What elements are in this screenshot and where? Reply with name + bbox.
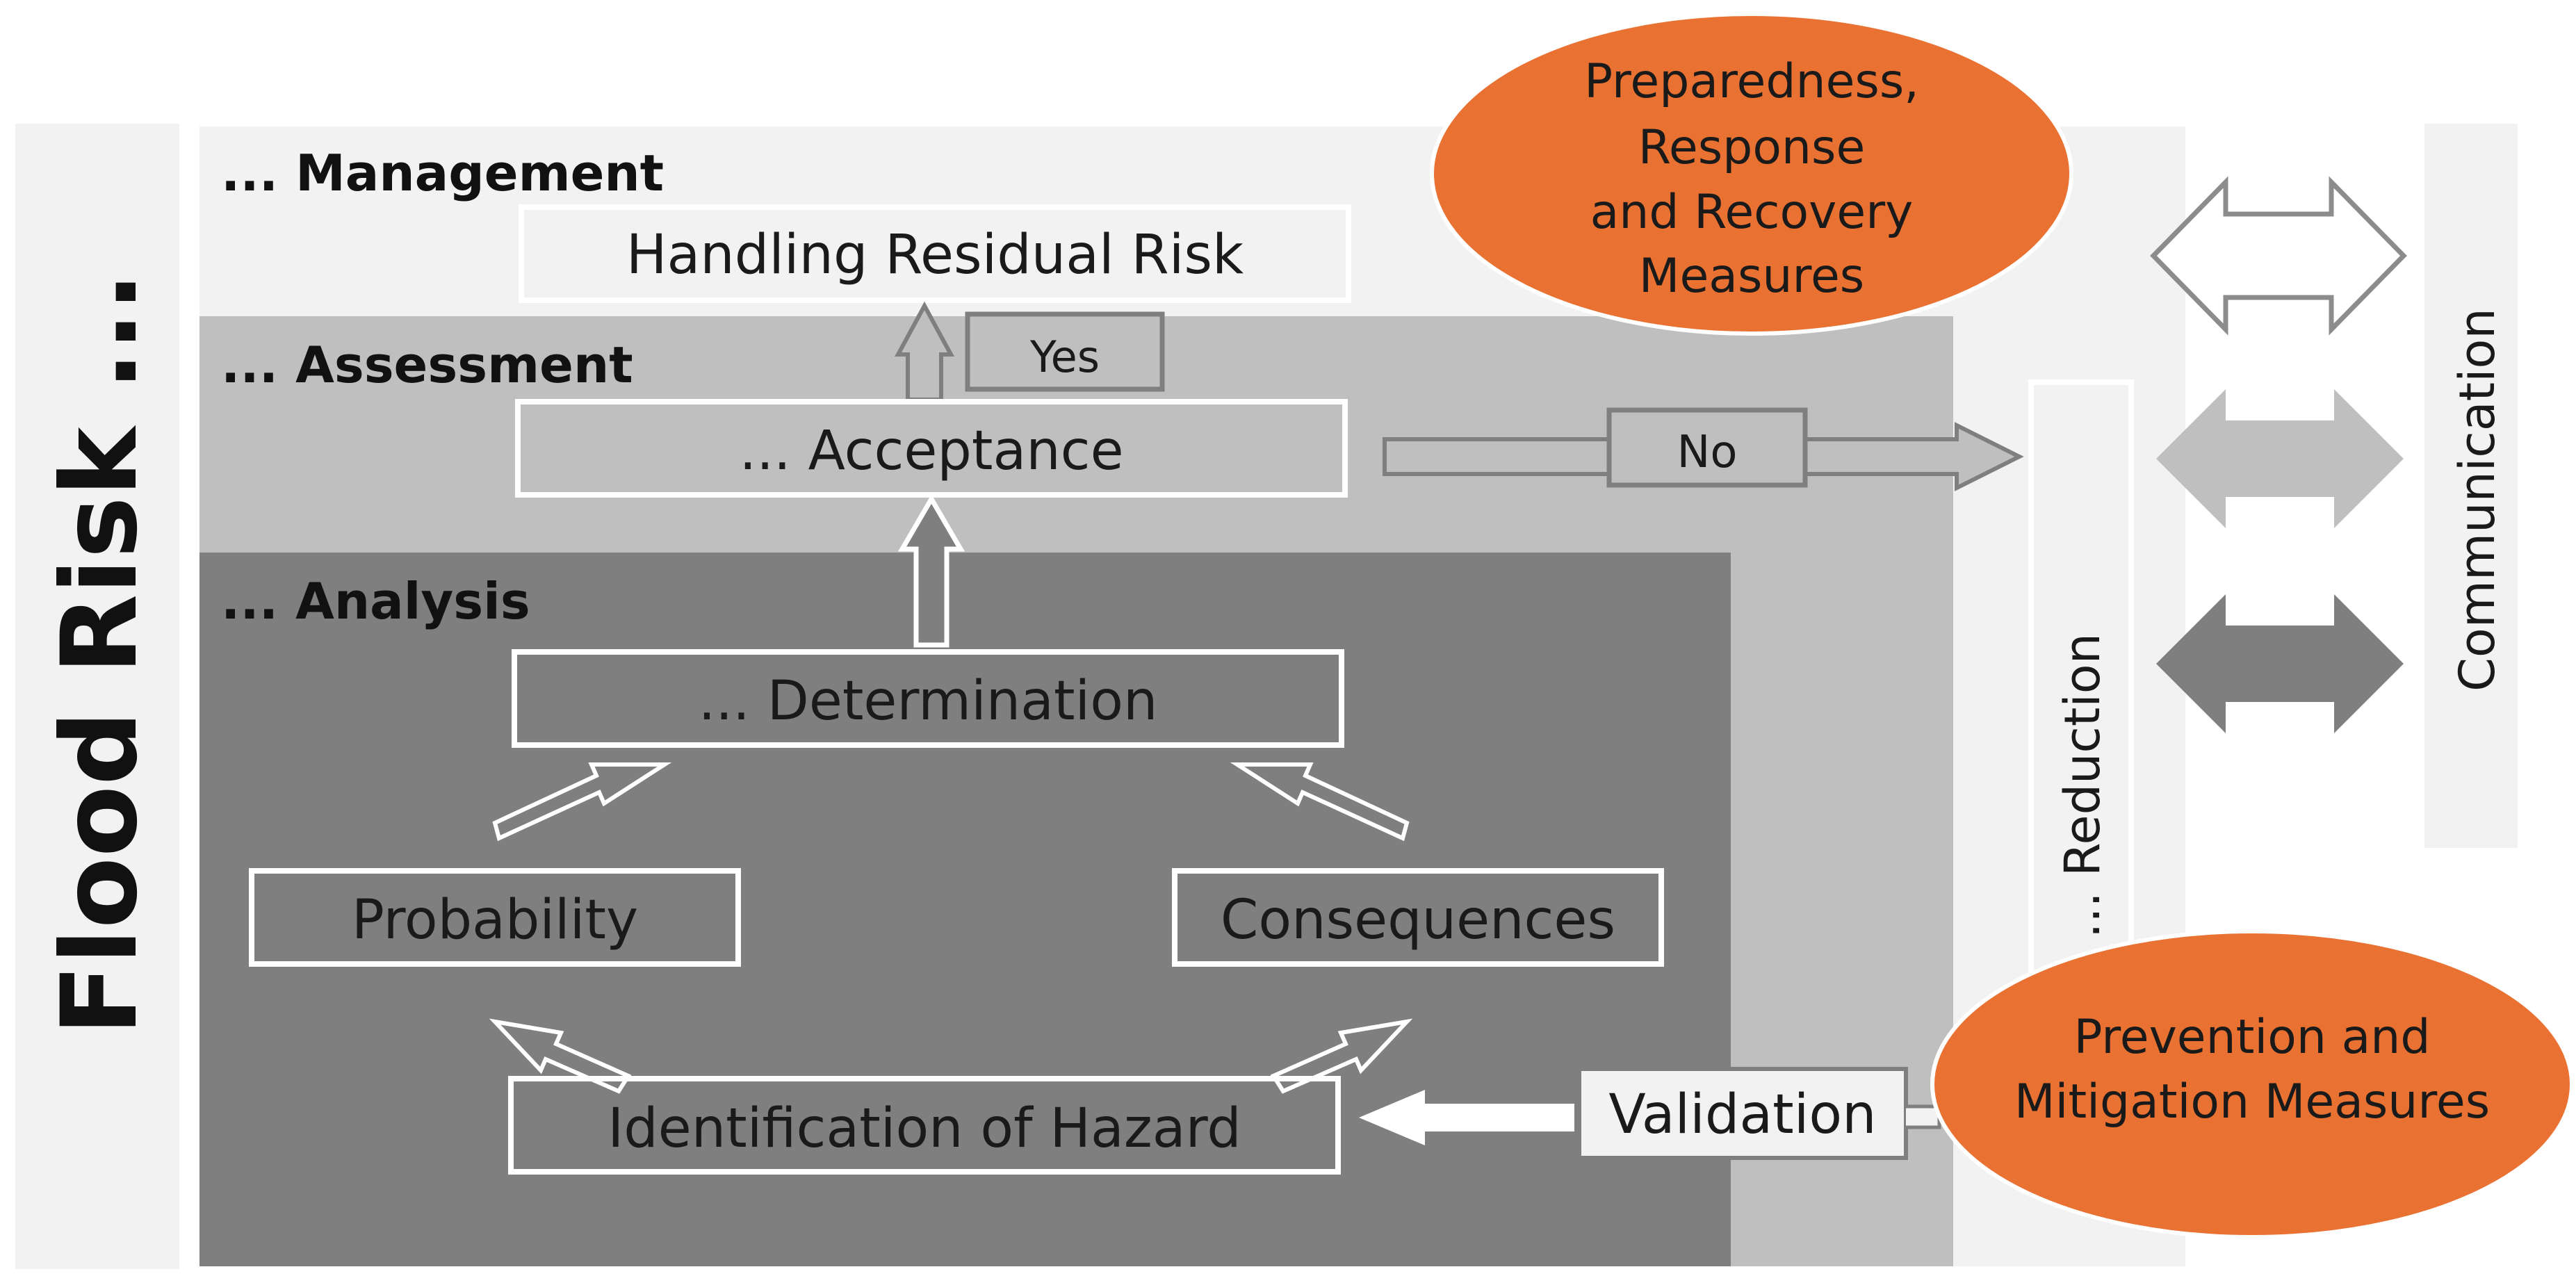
no-box <box>1606 407 1808 488</box>
preparedness-line-3: and Recovery <box>1590 185 1914 240</box>
assessment-heading: ... Assessment <box>221 336 633 394</box>
yes-arrow-icon <box>894 301 955 402</box>
analysis-panel <box>199 553 1731 1266</box>
preparedness-line-4: Measures <box>1639 249 1864 304</box>
consequences-label: Consequences <box>1221 889 1615 951</box>
prevention-line-2: Mitigation Measures <box>2014 1074 2490 1129</box>
determination-label: ... Determination <box>699 670 1158 733</box>
hazard-to-consequences-arrow-icon <box>1270 1018 1413 1094</box>
probability-label: Probability <box>352 889 638 951</box>
management-heading: ... Management <box>221 144 664 202</box>
probability-box <box>249 868 741 967</box>
probability-to-determination-arrow-icon <box>492 762 672 842</box>
consequences-box <box>1172 868 1664 967</box>
prevention-line-1: Prevention and <box>2073 1010 2430 1065</box>
validation-box <box>1577 1067 1908 1160</box>
preparedness-line-1: Preparedness, <box>1584 54 1919 109</box>
consequences-to-determination-arrow-icon <box>1230 762 1410 842</box>
communication-arrow-analysis-icon <box>2156 594 2404 733</box>
validation-arrow-icon <box>1359 1090 1574 1145</box>
validation-label: Validation <box>1608 1084 1876 1146</box>
acceptance-label: ... Acceptance <box>739 420 1123 482</box>
diagram-title: Flood Risk ... <box>40 272 161 1036</box>
yes-label: Yes <box>1029 332 1100 382</box>
communication-panel <box>2424 124 2518 848</box>
yes-box <box>965 311 1165 392</box>
hazard-to-probability-arrow-icon <box>489 1018 632 1094</box>
handling-residual-risk-label: Handling Residual Risk <box>626 224 1244 286</box>
reduction-panel <box>2028 379 2134 976</box>
identification-label: Identification of Hazard <box>608 1097 1241 1160</box>
determination-to-acceptance-arrow-icon <box>897 494 965 648</box>
validation-connector-icon <box>1906 1104 1941 1129</box>
no-label: No <box>1677 427 1737 478</box>
preparedness-ellipse <box>1430 12 2073 336</box>
communication-label: Communication <box>2449 308 2506 692</box>
determination-box <box>512 649 1344 748</box>
identification-box <box>508 1076 1341 1175</box>
handling-residual-risk-box <box>519 204 1351 303</box>
prevention-ellipse <box>1930 929 2574 1239</box>
title-panel <box>15 124 179 1269</box>
communication-arrow-management-icon <box>2150 176 2407 336</box>
preparedness-line-2: Response <box>1638 120 1866 175</box>
analysis-heading: ... Analysis <box>221 572 530 630</box>
communication-arrow-assessment-icon <box>2156 389 2404 528</box>
reduction-label: ... Reduction <box>2054 633 2111 938</box>
